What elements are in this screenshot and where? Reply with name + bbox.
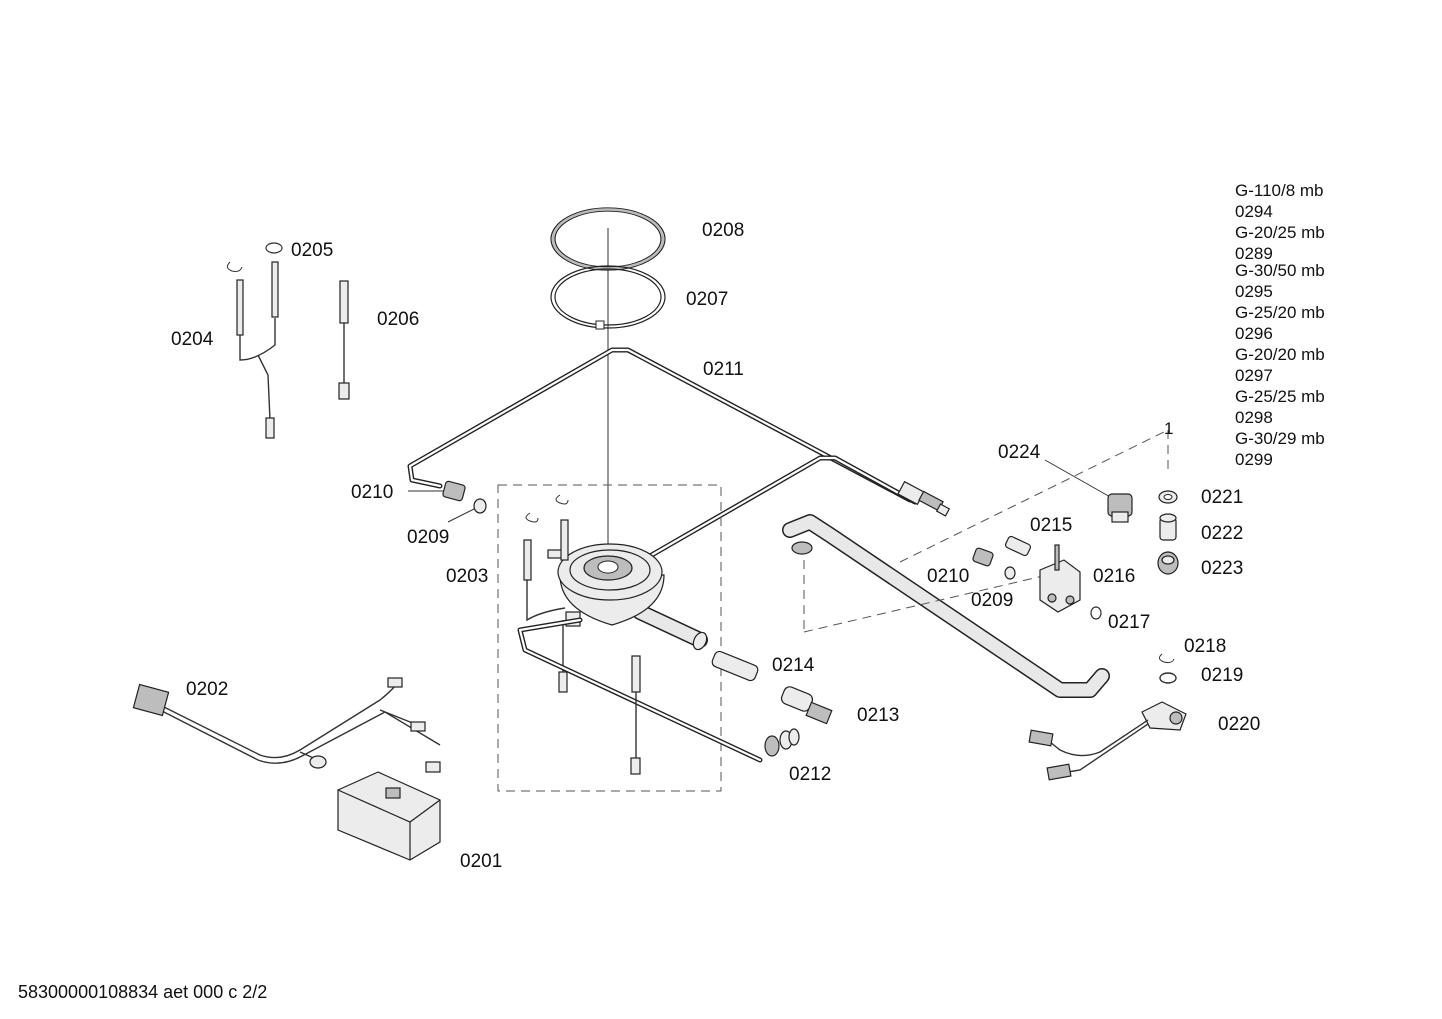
label-0211: 0211 [703,359,744,380]
projection-dashed-line [899,429,1169,563]
label-0213: 0213 [857,705,899,726]
gas-type-0: G-110/8 mb [1235,181,1324,200]
part-0206-electrode[interactable] [338,280,350,400]
part-0202-wiring-harness[interactable] [132,677,441,773]
gas-supply-pipe[interactable] [782,514,1110,698]
burner-group-dashed-box [497,484,722,792]
part-0209-washer-left[interactable] [473,498,487,514]
part-0219-washer[interactable] [1159,672,1177,684]
part-0210-fitting-left[interactable] [442,480,466,502]
part-0207-ring[interactable] [550,265,666,330]
leader-0209 [447,507,477,523]
gas-part-0: 0294 [1235,202,1273,221]
gas-part-5: 0298 [1235,408,1273,427]
gas-variant-table: G-110/8 mb 0294 G-20/25 mb 0289 G-30/50 … [1235,181,1325,469]
document-footer-code: 58300000108834 aet 000 c 2/2 [18,982,267,1002]
part-0223-nut[interactable] [1157,551,1179,575]
gas-type-1: G-20/25 mb [1235,223,1325,242]
label-0201: 0201 [460,851,502,872]
part-0217-washer[interactable] [1090,606,1102,620]
label-0208: 0208 [702,220,744,241]
label-0219: 0219 [1201,665,1243,686]
part-0215-valve-connector[interactable] [1004,535,1032,557]
label-0212: 0212 [789,764,831,785]
part-0211-tube[interactable] [407,347,951,559]
gas-type-3: G-25/20 mb [1235,303,1325,322]
label-0210-left: 0210 [351,482,393,503]
label-0217: 0217 [1108,612,1150,633]
circlip-icon [525,512,539,523]
circlip-icon [555,494,569,505]
label-0215: 0215 [1030,515,1072,536]
gas-type-5: G-25/25 mb [1235,387,1325,406]
label-0202: 0202 [186,679,228,700]
label-0206: 0206 [377,309,419,330]
ignition-electrode[interactable] [630,655,641,775]
label-0222: 0222 [1201,523,1243,544]
part-0210-fitting-right[interactable] [972,547,994,567]
marker-1: 1 [1164,419,1173,438]
part-0221-washer[interactable] [1158,490,1178,504]
label-0216: 0216 [1093,566,1135,587]
label-0207: 0207 [686,289,728,310]
label-0218: 0218 [1184,636,1226,657]
label-0203: 0203 [446,566,488,587]
gas-type-4: G-20/20 mb [1235,345,1325,364]
part-0214-nozzle-sleeve[interactable] [711,650,760,682]
part-0209-washer-right[interactable] [1004,566,1016,580]
gas-part-2: 0295 [1235,282,1273,301]
label-0205: 0205 [291,240,333,261]
label-0214: 0214 [772,655,815,676]
part-0204-thermocouple[interactable] [226,261,279,439]
part-0218-clip[interactable] [1158,653,1175,664]
label-0210-right: 0210 [927,566,969,587]
gas-type-6: G-30/29 mb [1235,429,1325,448]
label-0209-right: 0209 [971,590,1013,611]
label-0223: 0223 [1201,558,1243,579]
gas-part-1: 0289 [1235,244,1273,263]
burner-thermocouple[interactable] [517,519,763,763]
label-0204: 0204 [171,329,214,350]
leader-0224 [1044,459,1113,499]
part-0216-gas-valve[interactable] [1039,544,1081,613]
part-0203-burner-base[interactable] [547,543,709,652]
gas-part-6: 0299 [1235,450,1273,469]
part-0222-nozzle[interactable] [1159,513,1177,541]
part-0205-clip[interactable] [265,242,283,254]
label-0224: 0224 [998,442,1041,463]
part-0224-fitting[interactable] [1107,493,1133,523]
gas-part-3: 0296 [1235,324,1273,343]
part-0201-housing[interactable] [337,771,441,861]
label-0221: 0221 [1201,487,1243,508]
gas-part-4: 0297 [1235,366,1273,385]
part-0220-switch-harness[interactable] [1028,701,1187,781]
part-0212-nut[interactable] [764,728,800,757]
label-0220: 0220 [1218,714,1260,735]
gas-type-2: G-30/50 mb [1235,261,1325,280]
part-0213-injector[interactable] [780,685,833,725]
label-0209-left: 0209 [407,527,449,548]
